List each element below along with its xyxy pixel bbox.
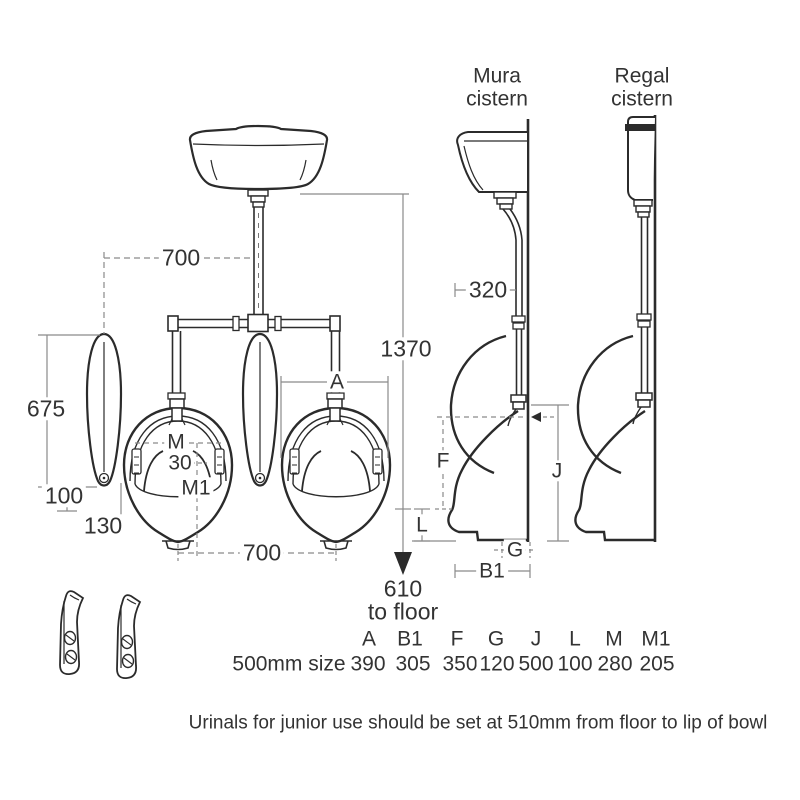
dim-100-label: 100 [41,483,87,508]
table-header-f: F [447,628,467,650]
dim-f-label: F [433,450,453,472]
pipe-manifold [167,313,345,400]
table-value-f: 350 [439,653,481,675]
dim-610-to-floor-label: 610 to floor [364,577,442,625]
wall-bracket-icon [116,594,141,679]
table-header-m1: M1 [638,628,674,650]
mura-cistern-title: Mura cistern [463,64,531,111]
dim-j-label: J [548,460,566,482]
front-view [85,124,392,551]
dim-700-bottom-label: 700 [239,540,285,565]
table-header-a: A [358,628,380,650]
regal-cistern-title: Regal cistern [608,64,676,111]
table-header-j: J [527,628,545,650]
table-value-m: 280 [594,653,636,675]
regal-urinal-profile [574,334,655,542]
mura-cistern [456,131,527,210]
dim-30-label: 30 [165,452,195,474]
table-value-b1: 305 [392,653,434,675]
dim-1370-label: 1370 [377,336,435,361]
right-spreader [326,398,344,426]
table-row-label: 500mm size [229,653,349,675]
mura-view [447,119,530,542]
center-division-panel [241,332,279,487]
dim-l-label: L [413,514,431,536]
flush-pipe [253,207,264,318]
dim-675-label: 675 [23,396,69,421]
table-header-b1: B1 [394,628,426,650]
table-value-g: 120 [476,653,518,675]
table-value-m1: 205 [636,653,678,675]
dim-a-label: A [326,371,348,393]
dim-700-top-label: 700 [158,245,204,270]
regal-cistern [625,116,655,218]
left-spreader [168,398,186,426]
floor-arrow-icon [394,552,412,575]
left-division-panel [85,332,123,487]
table-value-l: 100 [554,653,596,675]
regal-flush-pipe [632,217,653,425]
dim-b1-label: B1 [476,560,508,582]
mura-flush-pipe [502,208,527,427]
mura-urinal-profile [447,334,528,542]
table-value-a: 390 [347,653,389,675]
right-urinal-bowl [280,406,392,551]
mura-dimension-lines [412,283,569,578]
wall-bracket-icon [59,590,84,675]
table-header-g: G [484,628,508,650]
table-value-j: 500 [515,653,557,675]
dim-130-label: 130 [80,513,126,538]
dim-320-label: 320 [465,277,511,302]
wall-brackets [59,590,141,679]
table-header-m: M [602,628,626,650]
dim-g-label: G [503,539,527,561]
regal-view [574,115,657,542]
dim-m-label: M [164,431,188,453]
spreader-arrow-icon [531,412,541,422]
dim-m1-label: M1 [178,477,214,499]
junior-use-footnote: Urinals for junior use should be set at … [185,713,771,733]
table-header-l: L [566,628,584,650]
front-cistern [188,124,329,208]
